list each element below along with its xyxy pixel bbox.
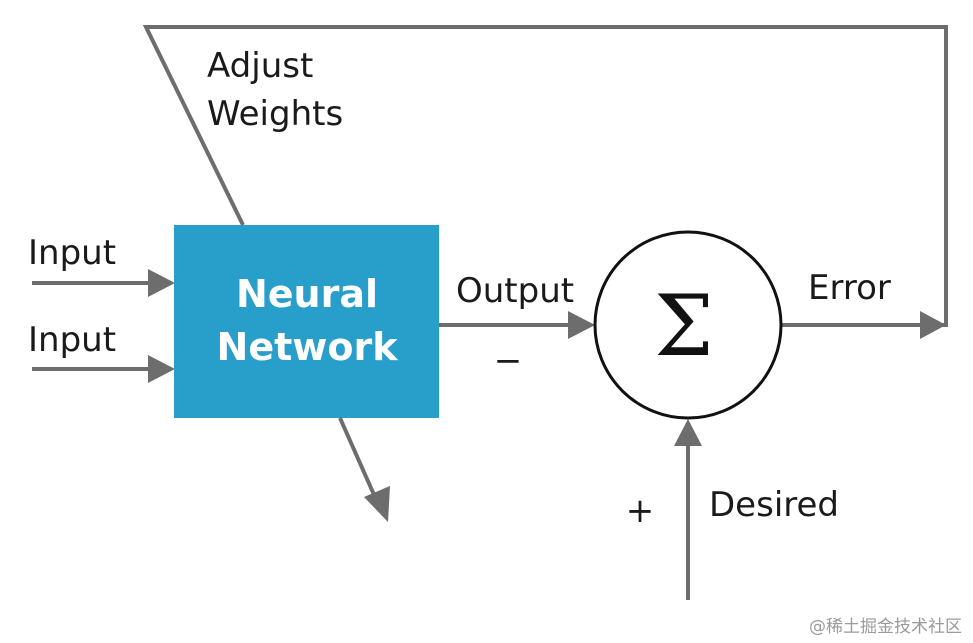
desired-label: Desired xyxy=(709,485,839,525)
error-label: Error xyxy=(808,268,891,308)
desired-arrow-head xyxy=(674,419,702,446)
adjust-weights-label-line1: Adjust xyxy=(207,46,313,86)
input-arrow-2-head xyxy=(148,355,175,383)
weights-out-arrow-line xyxy=(338,417,377,498)
output-label: Output xyxy=(456,271,574,311)
plus-sign: + xyxy=(626,491,655,531)
neural-network-box xyxy=(174,225,439,418)
summation-node xyxy=(593,230,783,420)
network-label-line2: Network xyxy=(217,325,399,369)
adjust-weights-label-line2: Weights xyxy=(207,94,343,134)
input-label-2: Input xyxy=(28,320,116,360)
minus-sign: − xyxy=(494,341,523,381)
feedback-loop-line xyxy=(142,25,948,327)
input-arrow-1-head xyxy=(148,269,175,297)
error-arrowhead xyxy=(920,311,946,339)
output-arrow-head xyxy=(568,311,595,339)
watermark: @稀土掘金技术社区 xyxy=(809,617,962,637)
network-label-line1: Neural xyxy=(236,272,378,316)
sigma-symbol: Σ xyxy=(654,277,713,375)
input-label-1: Input xyxy=(28,233,116,273)
weights-out-arrow-head xyxy=(364,486,390,522)
